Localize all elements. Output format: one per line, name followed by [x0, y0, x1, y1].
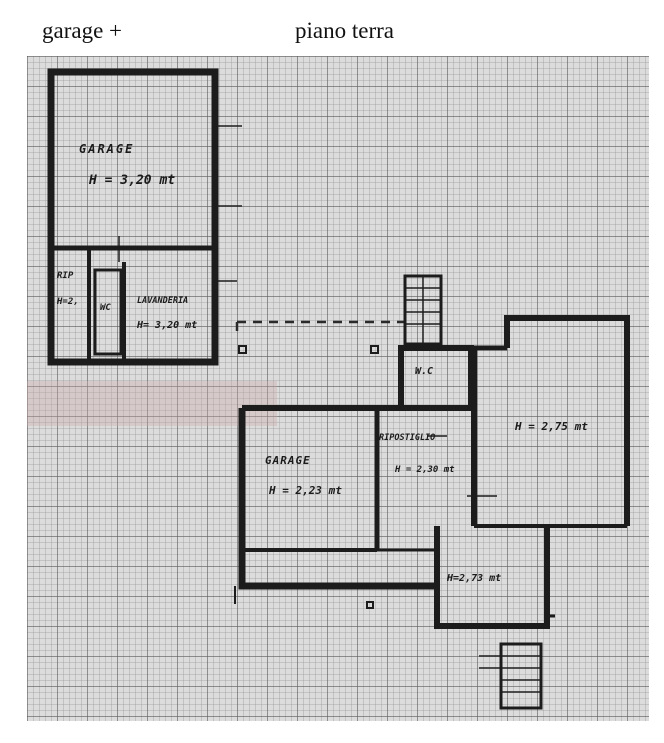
floor-plan: GARAGE H = 3,20 mt RIP H=2, WC LAVANDERI… — [27, 56, 649, 721]
label-garage-lower-height: H = 2,23 mt — [268, 484, 342, 497]
paper-stain — [27, 381, 277, 426]
lower-block-walls — [234, 315, 630, 629]
upper-stairs — [403, 274, 443, 346]
lower-stairs — [479, 642, 543, 710]
caption-piano-terra: piano terra — [295, 18, 394, 43]
label-ripostiglio-height: H = 2,30 mt — [394, 465, 455, 475]
label-garage-upper-height: H = 3,20 mt — [88, 173, 175, 188]
room-labels: GARAGE H = 3,20 mt RIP H=2, WC LAVANDERI… — [56, 142, 588, 584]
label-lavanderia-height: H= 3,20 mt — [136, 320, 197, 331]
label-large-room-height: H = 2,75 mt — [514, 420, 588, 433]
pillar-left — [238, 345, 247, 354]
label-rip-height: H=2, — [56, 297, 79, 307]
dashed-outline — [235, 320, 407, 336]
label-lavanderia: LAVANDERIA — [137, 296, 188, 306]
label-rip: RIP — [57, 271, 74, 281]
floor-plan-scan: GARAGE H = 3,20 mt RIP H=2, WC LAVANDERI… — [27, 56, 649, 721]
label-small-room-height: H=2,73 mt — [446, 573, 501, 584]
pillar-right — [370, 345, 379, 354]
label-ripostiglio: RIPOSTIGLIO — [379, 433, 435, 443]
label-garage-lower: GARAGE — [265, 454, 311, 467]
label-wc-lower: W.C — [415, 366, 433, 377]
label-garage-upper: GARAGE — [79, 142, 134, 156]
upper-block-walls — [47, 68, 242, 366]
pillar-bottom — [366, 601, 374, 609]
label-wc-upper: WC — [100, 303, 111, 313]
caption-garage: garage + — [42, 18, 123, 43]
